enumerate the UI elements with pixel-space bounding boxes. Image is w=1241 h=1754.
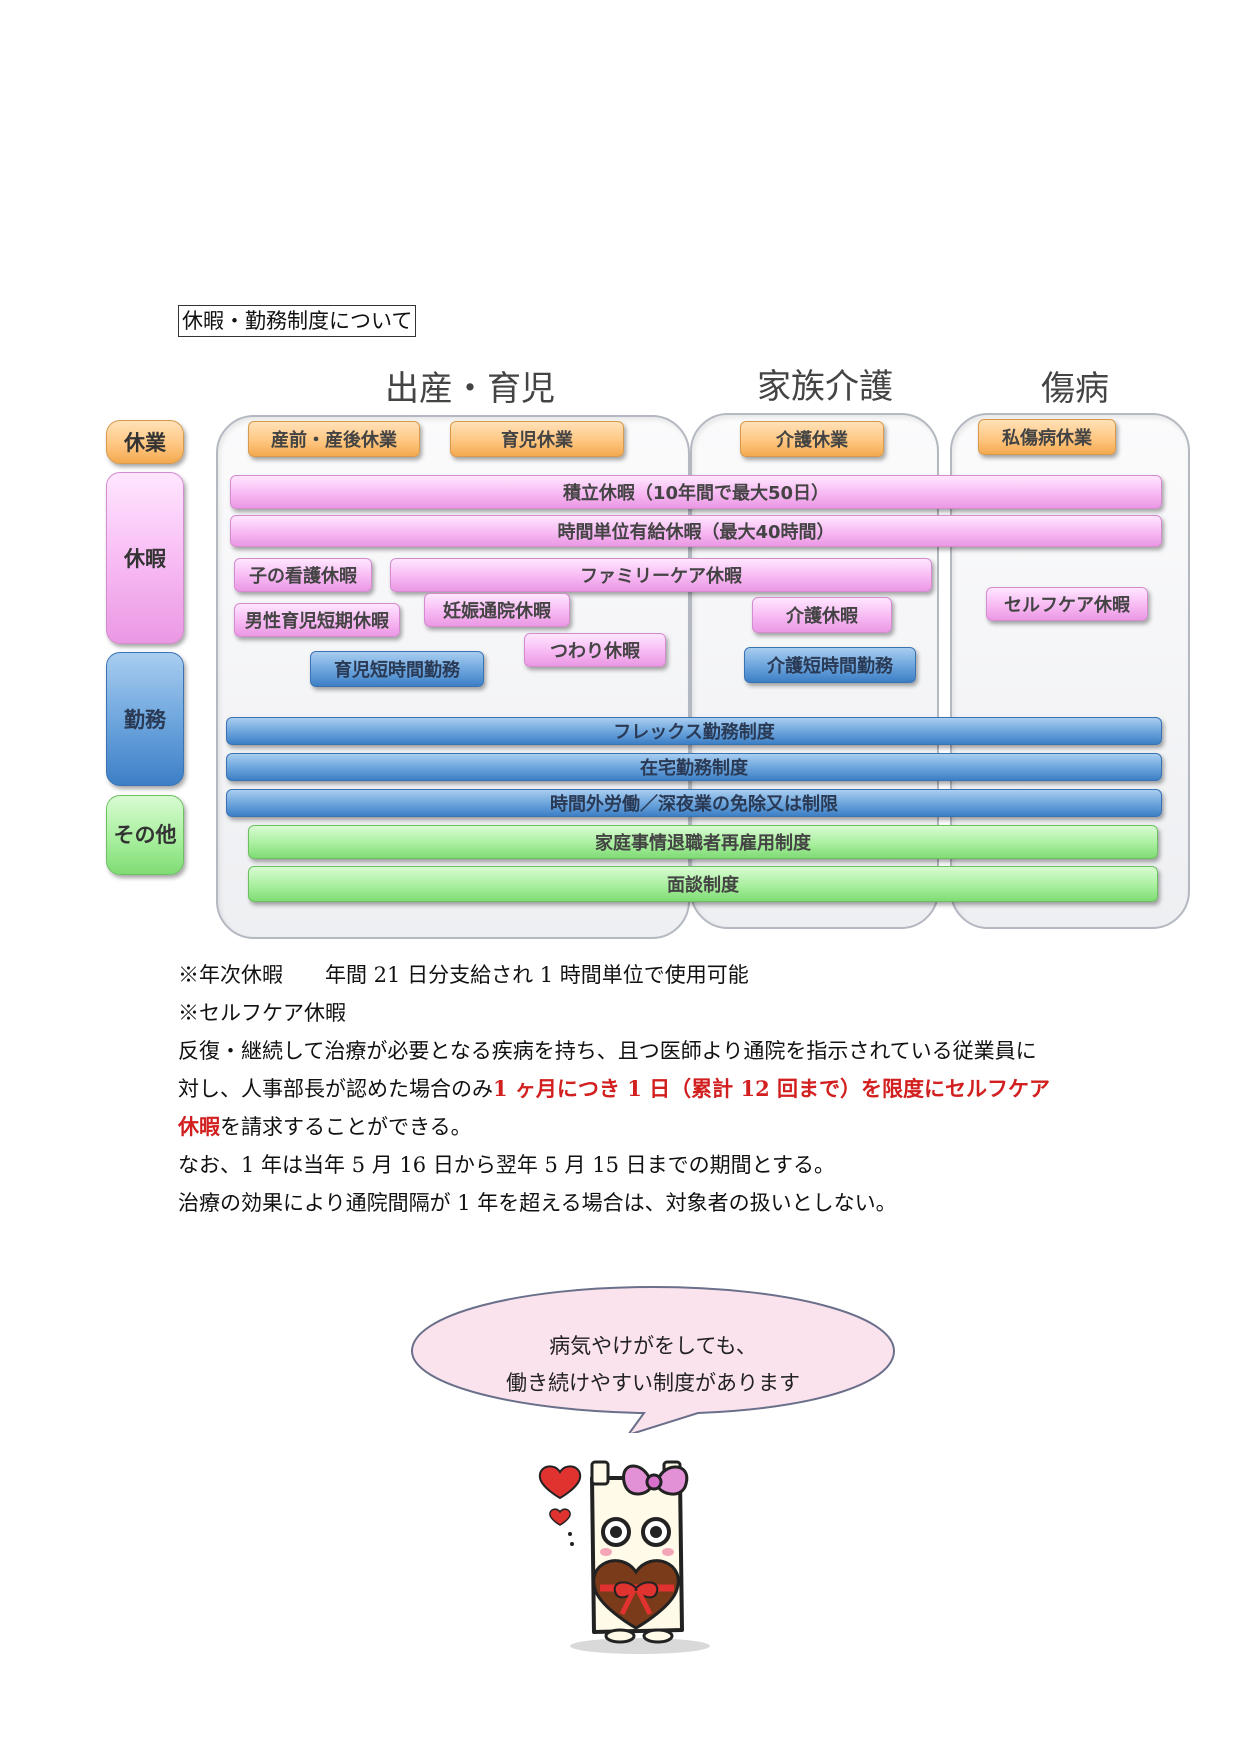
bar-prenatal-postnatal-leave: 産前・産後休業 [248, 421, 420, 457]
bar-private-illness-leave: 私傷病休業 [978, 419, 1116, 455]
bar-accumulated-leave: 積立休暇（10年間で最大50日） [230, 475, 1162, 509]
category-other: その他 [106, 795, 184, 875]
note-line-3: 休暇を請求することができる。 [178, 1108, 472, 1146]
note-line-5: 治療の効果により通院間隔が 1 年を超える場合は、対象者の扱いとしない。 [178, 1191, 897, 1215]
leave-system-diagram: 出産・育児 家族介護 傷病 休業 休暇 勤務 その他 産前・産後休業 育児休業 … [100, 355, 1190, 945]
bubble-line-1: 病気やけがをしても、 [549, 1334, 757, 1358]
section-title: 休暇・勤務制度について [178, 305, 416, 337]
note-line-2: 対し、人事部長が認めた場合のみ1 ヶ月につき 1 日（累計 12 回まで）を限度… [178, 1070, 1050, 1108]
category-work: 勤務 [106, 652, 184, 786]
bar-paternity-short-leave: 男性育児短期休暇 [234, 603, 400, 637]
bar-overtime-exemption: 時間外労働／深夜業の免除又は制限 [226, 789, 1162, 817]
column-header-childcare: 出産・育児 [385, 369, 555, 409]
bar-care-short-hours: 介護短時間勤務 [744, 647, 916, 683]
bubble-line-2: 働き続けやすい制度があります [506, 1371, 800, 1395]
bar-childcare-leave: 育児休業 [450, 421, 624, 457]
note-line-3-plain: を請求することができる。 [220, 1115, 472, 1139]
bar-remote-work: 在宅勤務制度 [226, 753, 1162, 781]
heart-icon [538, 1465, 582, 1500]
note-annual-leave: ※年次休暇 年間 21 日分支給され 1 時間単位で使用可能 [178, 963, 749, 987]
category-leave-of-absence: 休業 [106, 420, 184, 464]
bar-family-care-leave: ファミリーケア休暇 [390, 558, 932, 592]
bar-flex-system: フレックス勤務制度 [226, 717, 1162, 745]
note-self-care-heading: ※セルフケア休暇 [178, 1001, 346, 1025]
heart-icon-small [549, 1508, 571, 1526]
bar-self-care-leave: セルフケア休暇 [986, 587, 1148, 621]
bar-childcare-short-hours: 育児短時間勤務 [310, 651, 484, 687]
bar-nursing-care-leave: 介護休業 [740, 421, 884, 457]
bar-rehire-system: 家庭事情退職者再雇用制度 [248, 825, 1158, 859]
bar-morning-sickness-leave: つわり休暇 [524, 633, 666, 667]
note-line-3-highlight: 休暇 [178, 1114, 220, 1139]
note-line-4: なお、1 年は当年 5 月 16 日から翌年 5 月 15 日までの期間とする。 [178, 1153, 835, 1177]
mascot-illustration [538, 1460, 710, 1654]
column-header-family-care: 家族介護 [757, 367, 893, 407]
column-header-illness: 傷病 [1041, 369, 1109, 409]
note-line-2-plain: 対し、人事部長が認めた場合のみ [178, 1077, 493, 1101]
category-vacation: 休暇 [106, 472, 184, 644]
bar-interview-system: 面談制度 [248, 866, 1158, 902]
note-line-1: 反復・継続して治療が必要となる疾病を持ち、且つ医師より通院を指示されている従業員… [178, 1039, 1037, 1063]
bar-child-nursing-leave: 子の看護休暇 [234, 558, 372, 592]
speech-bubble [410, 1285, 896, 1433]
bar-hourly-paid-leave: 時間単位有給休暇（最大40時間） [230, 515, 1162, 547]
bar-prenatal-visit-leave: 妊娠通院休暇 [424, 593, 570, 627]
note-line-2-highlight: 1 ヶ月につき 1 日（累計 12 回まで）を限度にセルフケア [493, 1076, 1051, 1101]
bar-care-vacation: 介護休暇 [752, 597, 892, 633]
